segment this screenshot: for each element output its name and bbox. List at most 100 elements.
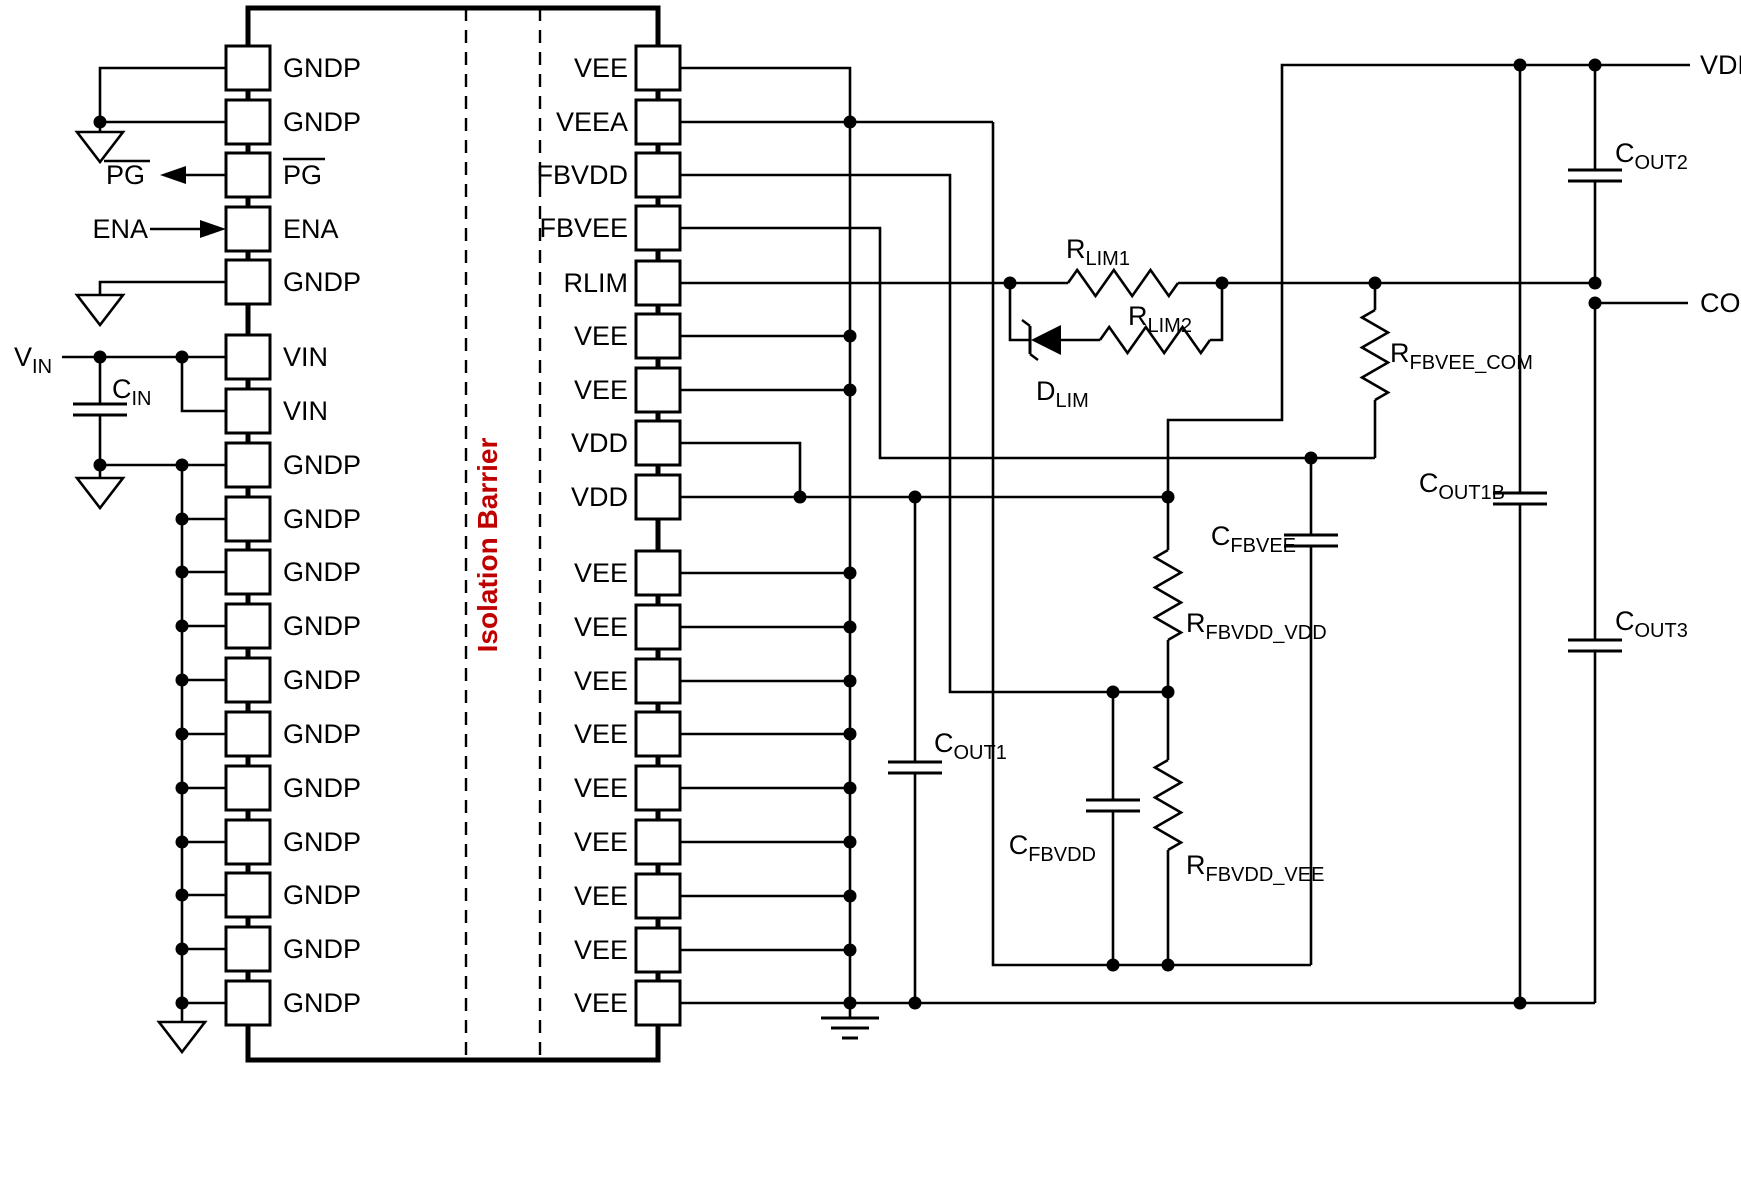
pin-box-right-vee-12 xyxy=(634,710,682,758)
pin-box-right-vee-9 xyxy=(634,549,682,597)
pin-box-right-vee-0 xyxy=(634,44,682,92)
pin-box-right-vee-10 xyxy=(634,603,682,651)
rfbvee-com-label: RFBVEE_COM xyxy=(1390,338,1533,374)
pin-box-right-vee-5 xyxy=(634,312,682,360)
pin-box-left-gndp-12 xyxy=(224,710,272,758)
fbvee-wire xyxy=(680,226,1375,460)
junction-dot xyxy=(175,781,189,795)
pin-box-right-fbvee-3 xyxy=(634,204,682,252)
rfbvdd-vdd-resistor-icon xyxy=(1152,548,1184,642)
dlim-cathode xyxy=(1029,353,1039,361)
pin-box-left-gndp-14 xyxy=(224,818,272,866)
cout1-label: COUT1 xyxy=(934,728,1007,764)
pin-label-fbvee: FBVEE xyxy=(539,213,628,243)
pin-label-vee: VEE xyxy=(574,321,628,351)
rfbvee-com-resistor-icon xyxy=(1359,308,1391,402)
pin-label-vee: VEE xyxy=(574,612,628,642)
junction-dot xyxy=(175,619,189,633)
pin-label-vee: VEE xyxy=(574,666,628,696)
junction-dot xyxy=(1161,958,1175,972)
pin-label-gndp: GNDP xyxy=(283,827,361,857)
pin-box-right-vdd-7 xyxy=(634,419,682,467)
pin-label-gndp: GNDP xyxy=(283,880,361,910)
pin-box-left-vin-5 xyxy=(224,333,272,381)
pin-box-right-vee-17 xyxy=(634,979,682,1027)
junction-dot xyxy=(93,115,107,129)
pg-arrow-left-icon xyxy=(160,166,186,184)
pin-box-right-vee-14 xyxy=(634,818,682,866)
pin-label-veea: VEEA xyxy=(556,107,628,137)
rlim2-label: RLIM2 xyxy=(1128,301,1192,337)
pin-label-vee: VEE xyxy=(574,558,628,588)
gndp5-wire xyxy=(98,280,226,295)
pin-label-vin: VIN xyxy=(283,396,328,426)
pin-box-left-gndp-9 xyxy=(224,548,272,596)
rfbvdd-vdd-label: RFBVDD_VDD xyxy=(1186,608,1327,644)
pin-label-vee: VEE xyxy=(574,935,628,965)
rfbvdd-vee-resistor-icon xyxy=(1152,758,1184,852)
pin-box-right-rlim-4 xyxy=(634,259,682,307)
pin-label-vee: VEE xyxy=(574,827,628,857)
ground-symbol-icon xyxy=(74,293,126,328)
pin-box-left-gndp-8 xyxy=(224,495,272,543)
ground-symbol-icon xyxy=(74,130,126,165)
cout1b-label: COUT1B xyxy=(1419,468,1505,504)
pin-label-gndp: GNDP xyxy=(283,934,361,964)
junction-dot xyxy=(793,490,807,504)
junction-dot xyxy=(175,512,189,526)
pin-label-rlim: RLIM xyxy=(563,268,628,298)
pin-box-left-gndp-15 xyxy=(224,871,272,919)
vdd-terminal-label: VDD xyxy=(1700,50,1741,80)
pin-box-left-vin-6 xyxy=(224,387,272,435)
veea-return-rail xyxy=(991,122,1311,967)
junction-dot xyxy=(1513,996,1527,1010)
pin-label-vee: VEE xyxy=(574,375,628,405)
pin-box-left-gndp-10 xyxy=(224,602,272,650)
cout3-label: COUT3 xyxy=(1615,606,1688,642)
cfbvee-label: CFBVEE xyxy=(1211,521,1296,557)
vin-signal-label: VIN xyxy=(14,342,52,378)
rlim1-label: RLIM1 xyxy=(1066,234,1130,270)
pin-box-right-vee-15 xyxy=(634,872,682,920)
pin-label-gndp: GNDP xyxy=(283,773,361,803)
pin-box-right-vee-16 xyxy=(634,926,682,974)
pin-label-vee: VEE xyxy=(574,881,628,911)
pin-box-right-fbvdd-2 xyxy=(634,151,682,199)
dlim-cathode xyxy=(1021,319,1031,327)
pin-label-vee: VEE xyxy=(574,719,628,749)
dlim-branch xyxy=(1008,283,1030,342)
vee-bus xyxy=(680,66,852,1003)
junction-dot xyxy=(175,727,189,741)
pin-label-vin: VIN xyxy=(283,342,328,372)
pin-label-vdd: VDD xyxy=(571,482,628,512)
pin-label-vee: VEE xyxy=(574,53,628,83)
pin-box-right-veea-1 xyxy=(634,98,682,146)
cin-label: CIN xyxy=(112,374,152,410)
pin-label-vdd: VDD xyxy=(571,428,628,458)
pin-label-pg: PG xyxy=(283,160,322,190)
pin-box-right-vee-13 xyxy=(634,764,682,812)
pin-box-left-gndp-16 xyxy=(224,925,272,973)
dlim-branch xyxy=(1210,283,1224,342)
pin-label-gndp: GNDP xyxy=(283,557,361,587)
pin-box-right-vee-11 xyxy=(634,657,682,705)
pin-label-vee: VEE xyxy=(574,988,628,1018)
cout2-label: COUT2 xyxy=(1615,138,1688,174)
vin2-jumper xyxy=(180,357,226,413)
ground-symbol-icon xyxy=(156,1020,208,1055)
pin-box-left-gndp-0 xyxy=(224,44,272,92)
pin-box-left-gndp-17 xyxy=(224,979,272,1027)
pg-signal-label: PG xyxy=(106,160,145,190)
pin-box-right-vee-6 xyxy=(634,366,682,414)
ground-symbol-icon xyxy=(74,476,126,511)
junction-dot xyxy=(908,996,922,1010)
junction-dot xyxy=(175,565,189,579)
pin-label-gndp: GNDP xyxy=(283,611,361,641)
cfbvdd-label: CFBVDD xyxy=(1009,830,1096,866)
gndp-top-wire xyxy=(98,66,226,132)
isolation-barrier-label: Isolation Barrier xyxy=(472,438,503,653)
pin-box-left-gndp-13 xyxy=(224,764,272,812)
fbvdd-wire xyxy=(680,173,1168,694)
